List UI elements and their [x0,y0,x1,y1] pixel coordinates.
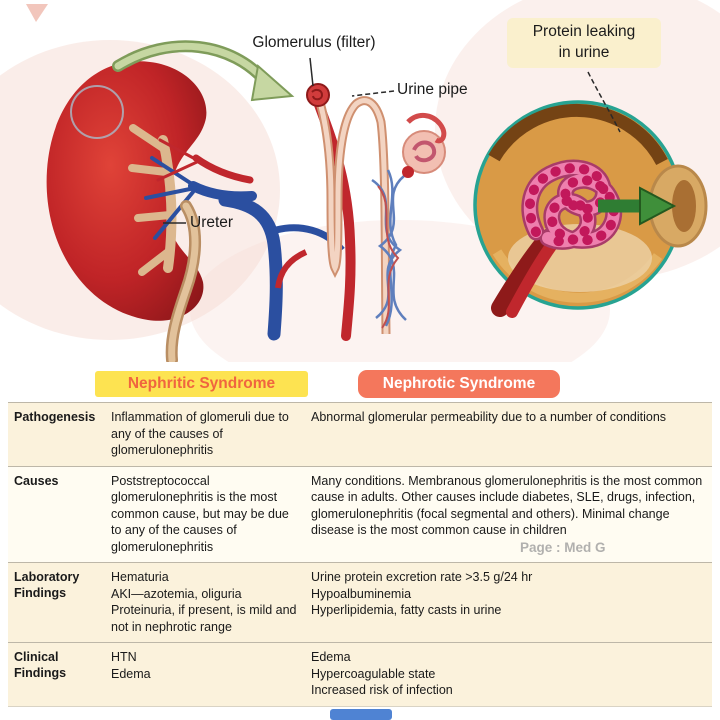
table-row: Clinical Findings HTN Edema Edema Hyperc… [8,642,712,707]
zoom-arrow [112,40,295,102]
laboratory-nephrotic-cell: Urine protein excretion rate >3.5 g/24 h… [305,562,712,643]
row-label-laboratory-findings: Laboratory Findings [8,562,105,643]
label-connectors [163,57,621,224]
row-label-clinical-findings: Clinical Findings [8,642,105,707]
glomerulus-inset [473,100,708,318]
glomerulus-ball [306,83,330,107]
urine-pipe-label: Urine pipe [397,81,468,98]
ureter-label: Ureter [190,214,234,231]
kidney-illustration: Glomerulus (filter) Urine pipe Ureter Pr… [0,0,720,362]
renal-vessels [144,138,257,240]
glomerulus-label: Glomerulus (filter) [252,34,376,51]
kidney-anatomy-graphic [0,0,720,362]
laboratory-nephritic-cell: Hematuria AKI—azotemia, oliguria Protein… [105,562,305,643]
table-row: Laboratory Findings Hematuria AKI—azotem… [8,562,712,643]
nephron-diagram [218,83,447,341]
pathogenesis-nephrotic-cell: Abnormal glomerular permeability due to … [305,402,712,466]
row-label-pathogenesis: Pathogenesis [8,402,105,466]
clinical-nephritic-cell: HTN Edema [105,642,305,707]
protein-leaking-label: Protein leaking in urine [507,18,661,68]
row-label-causes: Causes [8,465,105,563]
kidney-shape [46,61,257,362]
zoom-region-circle [70,85,124,139]
renal-corpuscle [402,130,446,174]
table-row: Causes Poststreptococcal glomerulonephri… [8,465,712,563]
causes-nephrotic-cell: Many conditions. Membranous glomerulonep… [305,465,712,563]
syndrome-comparison-table: Nephritic Syndrome Nephrotic Syndrome Pa… [8,366,712,707]
watermark: Page : Med G [520,540,606,555]
pathogenesis-nephritic-cell: Inflammation of glomeruli due to any of … [105,402,305,466]
renal-calyces [128,124,177,276]
nephrotic-syndrome-header: Nephrotic Syndrome [358,370,560,398]
column-headers: Nephritic Syndrome Nephrotic Syndrome [8,366,712,402]
causes-nephritic-cell: Poststreptococcal glomerulonephritis is … [105,465,305,563]
cropped-blue-element [330,709,392,720]
clinical-nephrotic-cell: Edema Hypercoagulable state Increased ri… [305,642,712,707]
table-row: Pathogenesis Inflammation of glomeruli d… [8,402,712,466]
nephritic-syndrome-header: Nephritic Syndrome [95,371,308,397]
